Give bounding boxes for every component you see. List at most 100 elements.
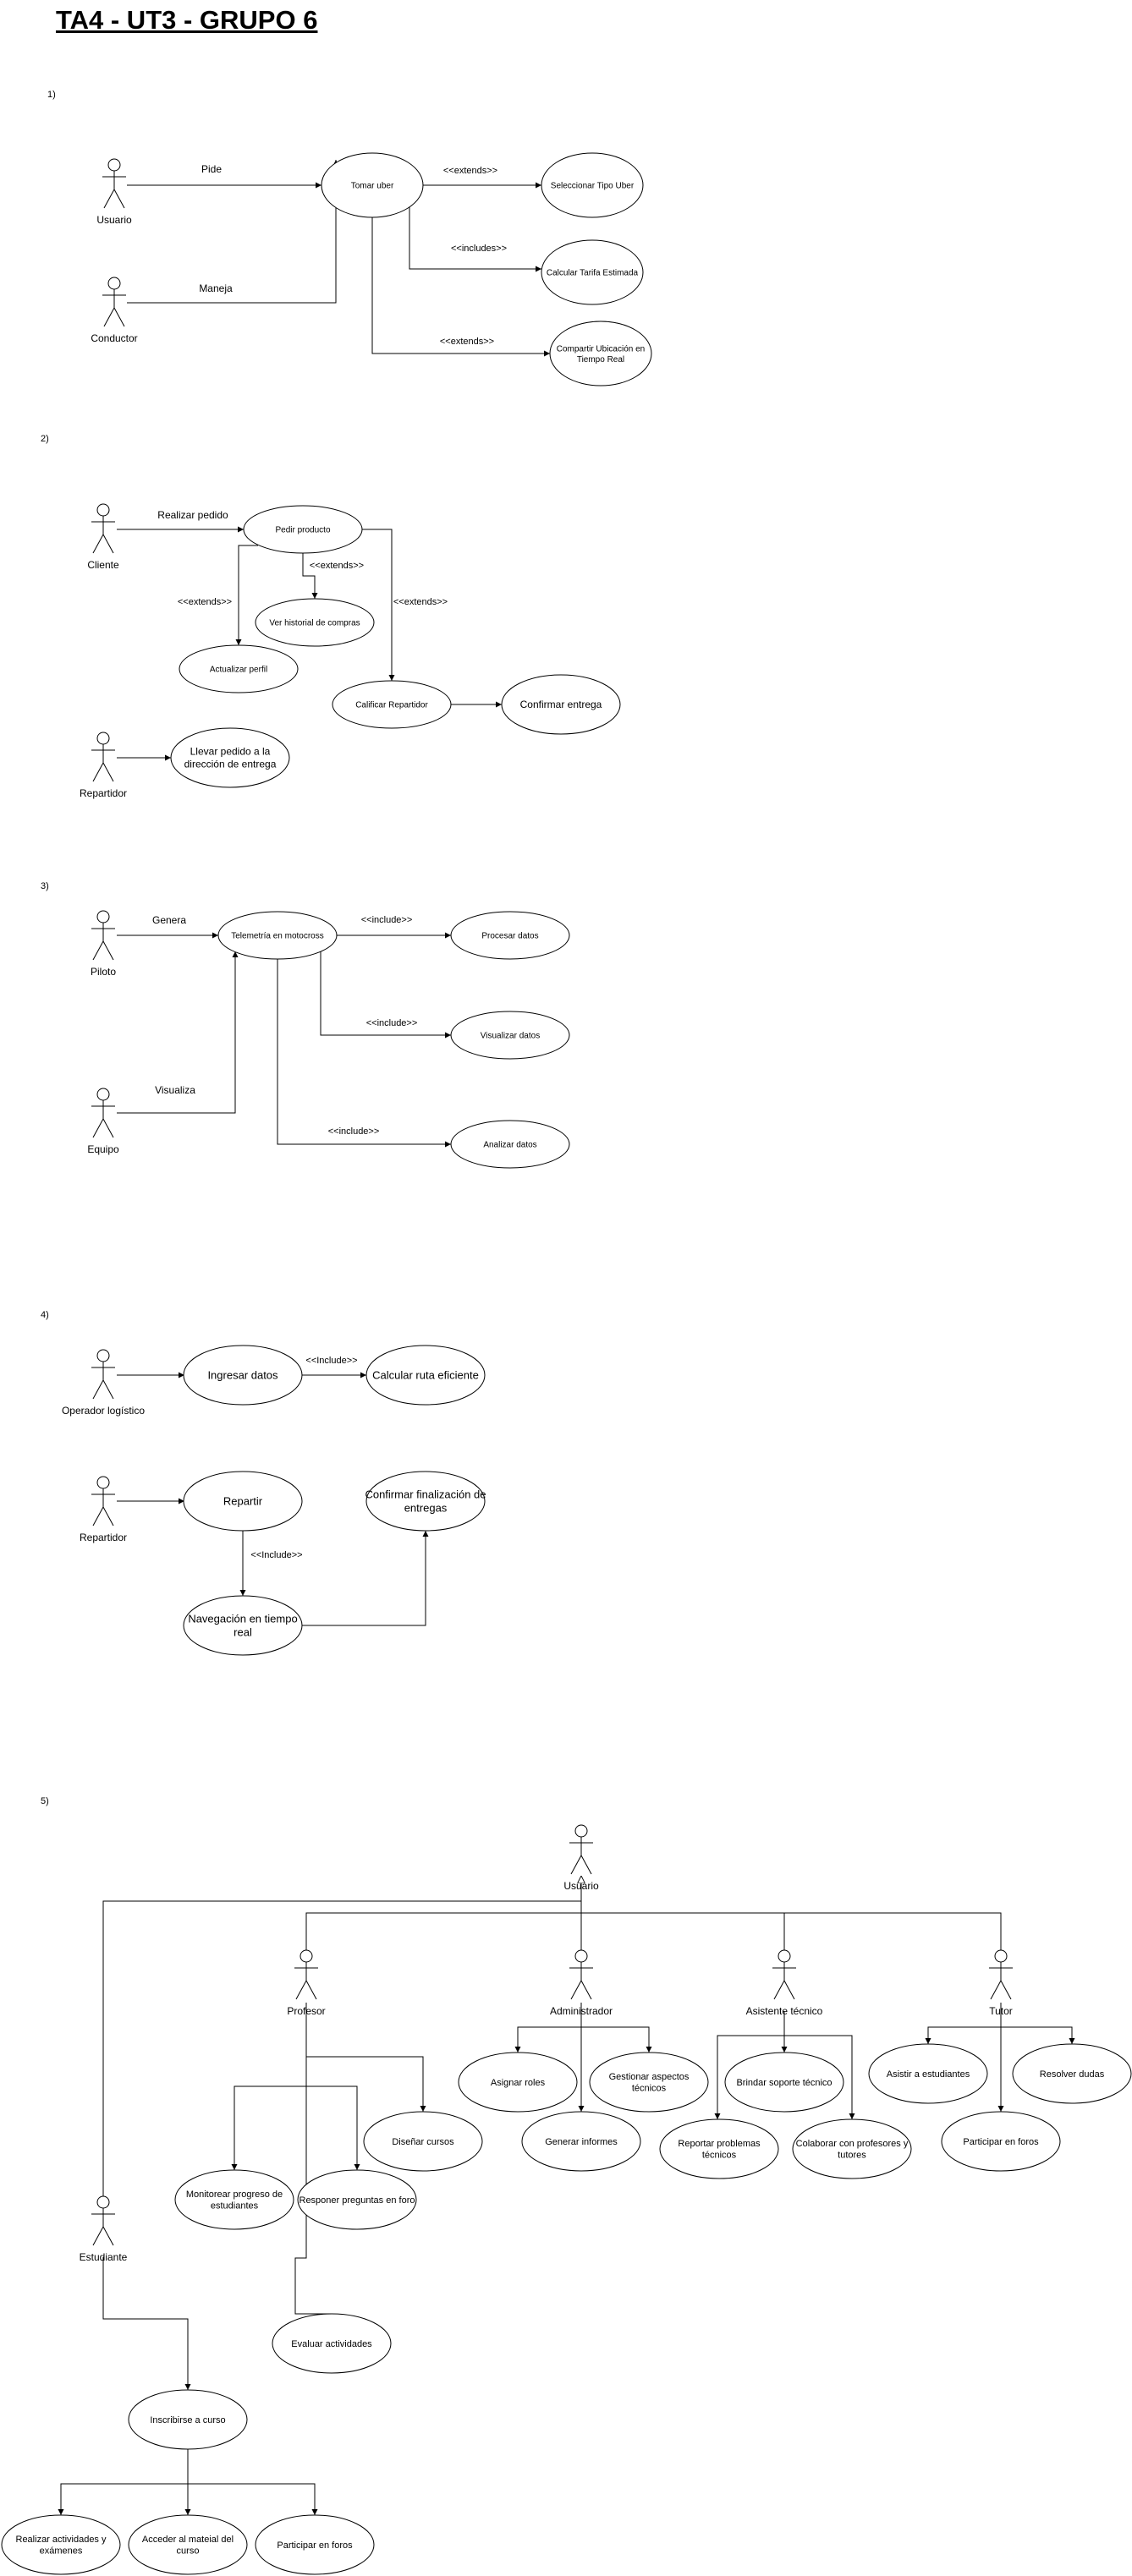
actor-administrador[interactable] bbox=[569, 1949, 593, 2000]
use-case-tomar-uber[interactable] bbox=[321, 152, 424, 218]
use-case-acceder-al-mateial-del-curso[interactable] bbox=[128, 2514, 248, 2575]
use-case-tomar-uber-label: Tomar uber bbox=[351, 182, 394, 191]
use-case-pedir-producto[interactable] bbox=[243, 505, 363, 554]
use-case-compartir-ubicacion-en-tiempo-real[interactable] bbox=[549, 321, 652, 386]
use-case-confirmar-entrega[interactable] bbox=[501, 674, 621, 735]
use-case-reportar-problemas-tecnicos[interactable] bbox=[659, 2118, 779, 2179]
actor-usuario-label: Usuario bbox=[96, 214, 132, 226]
association-label-genera: Genera bbox=[152, 914, 186, 926]
use-case-calificar-repartidor-label: Calificar Repartidor bbox=[355, 701, 428, 710]
use-case-calificar-repartidor[interactable] bbox=[332, 680, 452, 729]
use-case-participar-en-foros[interactable] bbox=[941, 2111, 1061, 2172]
association-equipo-telemetria bbox=[117, 951, 239, 1114]
actor-tutor[interactable] bbox=[989, 1949, 1013, 2000]
extends-label-4: <<extends>> bbox=[178, 597, 232, 607]
use-case-calcular-ruta-eficiente-label: Calcular ruta eficiente bbox=[372, 1369, 479, 1382]
use-case-responer-preguntas-en-foro-label: Responer preguntas en foro bbox=[299, 2195, 415, 2206]
admin-gestionar bbox=[581, 2026, 652, 2053]
includes-label-1: <<includes>> bbox=[451, 244, 507, 254]
estudiante-inscribirse bbox=[102, 2257, 191, 2390]
actor-repartidor-label: Repartidor bbox=[80, 787, 127, 799]
include-label-1: <<include>> bbox=[361, 915, 413, 925]
include-calcular-tarifa bbox=[409, 207, 541, 272]
extend-compartir-ubicacion bbox=[371, 217, 550, 357]
use-case-gestionar-aspectos-tecnicos[interactable] bbox=[589, 2052, 709, 2113]
use-case-evaluar-actividades[interactable] bbox=[272, 2313, 392, 2374]
use-case-disenar-cursos-label: Diseñar cursos bbox=[392, 2137, 454, 2147]
actor-repartidor-label: Repartidor bbox=[80, 1532, 127, 1543]
actor-tutor-label: Tutor bbox=[989, 2005, 1013, 2017]
use-case-seleccionar-tipo-uber-label: Seleccionar Tipo Uber bbox=[551, 182, 635, 191]
use-case-asignar-roles-label: Asignar roles bbox=[491, 2078, 546, 2088]
actor-operador-logistico[interactable] bbox=[91, 1349, 115, 1400]
profesor-monitorear bbox=[231, 2057, 307, 2170]
include-visualizar-datos bbox=[320, 951, 451, 1039]
use-case-navegacion-en-tiempo-real[interactable] bbox=[183, 1595, 303, 1656]
use-case-procesar-datos-label: Procesar datos bbox=[481, 932, 538, 941]
actor-conductor[interactable] bbox=[102, 277, 126, 327]
use-case-calcular-ruta-eficiente[interactable] bbox=[365, 1345, 486, 1406]
use-case-seleccionar-tipo-uber[interactable] bbox=[541, 152, 644, 218]
association-conductor-tomar-uber bbox=[127, 160, 339, 304]
use-case-resolver-dudas-label: Resolver dudas bbox=[1040, 2069, 1105, 2080]
use-case-brindar-soporte-tecnico[interactable] bbox=[724, 2052, 844, 2113]
use-case-repartir[interactable] bbox=[183, 1471, 303, 1532]
use-case-resolver-dudas[interactable] bbox=[1012, 2043, 1132, 2104]
use-case-responer-preguntas-en-foro[interactable] bbox=[297, 2169, 417, 2230]
use-case-participar-en-foros[interactable] bbox=[255, 2514, 375, 2575]
actor-usuario[interactable] bbox=[569, 1824, 593, 1875]
use-case-generar-informes-label: Generar informes bbox=[545, 2137, 618, 2147]
actor-conductor-label: Conductor bbox=[91, 332, 137, 344]
actor-asistente-tecnico-label: Asistente técnico bbox=[746, 2005, 823, 2017]
actor-usuario[interactable] bbox=[102, 158, 126, 209]
include-label-4: <<Include>> bbox=[305, 1356, 357, 1366]
use-case-brindar-soporte-tecnico-label: Brindar soporte técnico bbox=[736, 2078, 832, 2088]
use-case-ingresar-datos[interactable] bbox=[183, 1345, 303, 1406]
include-label-5: <<Include>> bbox=[250, 1550, 302, 1560]
use-case-inscribirse-a-curso[interactable] bbox=[128, 2389, 248, 2450]
use-case-monitorear-progreso-de-estudiantes[interactable] bbox=[174, 2169, 294, 2230]
use-case-colaborar-con-profesores-y-tutores[interactable] bbox=[792, 2118, 912, 2179]
section-number-3: 3) bbox=[41, 881, 49, 891]
use-case-telemetria-en-motocross-label: Telemetría en motocross bbox=[231, 932, 324, 941]
actor-piloto[interactable] bbox=[91, 910, 115, 961]
use-case-asignar-roles[interactable] bbox=[458, 2052, 578, 2113]
association-label-realizar-pedido: Realizar pedido bbox=[157, 509, 228, 521]
use-case-calcular-tarifa-estimada[interactable] bbox=[541, 239, 644, 305]
actor-equipo[interactable] bbox=[91, 1088, 115, 1138]
use-case-realizar-actividades-y-examenes[interactable] bbox=[1, 2514, 121, 2575]
include-label-2: <<include>> bbox=[366, 1018, 418, 1028]
use-case-telemetria-en-motocross[interactable] bbox=[217, 911, 338, 960]
use-case-evaluar-actividades-label: Evaluar actividades bbox=[291, 2339, 372, 2349]
actor-estudiante-label: Estudiante bbox=[80, 2251, 128, 2263]
actor-cliente[interactable] bbox=[91, 503, 115, 554]
actor-cliente-label: Cliente bbox=[87, 559, 119, 571]
use-case-participar-en-foros-label: Participar en foros bbox=[963, 2137, 1039, 2147]
actor-profesor[interactable] bbox=[294, 1949, 318, 2000]
use-case-confirmar-finalizacion-de-entregas[interactable] bbox=[365, 1471, 486, 1532]
use-case-generar-informes[interactable] bbox=[521, 2111, 641, 2172]
actor-asistente-tecnico[interactable] bbox=[772, 1949, 796, 2000]
use-case-ver-historial-de-compras[interactable] bbox=[255, 598, 375, 647]
use-case-visualizar-datos[interactable] bbox=[450, 1011, 570, 1060]
use-case-repartir-label: Repartir bbox=[223, 1495, 263, 1508]
generalization-bus-top bbox=[305, 1912, 1002, 1950]
actor-administrador-label: Administrador bbox=[550, 2005, 613, 2017]
section-number-2: 2) bbox=[41, 434, 49, 444]
actor-repartidor[interactable] bbox=[91, 732, 115, 782]
admin-asignar-roles bbox=[514, 2003, 582, 2053]
extends-label-5: <<extends>> bbox=[393, 597, 448, 607]
use-case-asistir-a-estudiantes[interactable] bbox=[868, 2043, 988, 2104]
use-case-procesar-datos[interactable] bbox=[450, 911, 570, 960]
use-case-analizar-datos-label: Analizar datos bbox=[483, 1141, 536, 1150]
actor-repartidor[interactable] bbox=[91, 1476, 115, 1526]
page-title: TA4 - UT3 - GRUPO 6 bbox=[56, 5, 318, 35]
use-case-llevar-pedido-a-la-direccion-de-entrega[interactable] bbox=[170, 727, 290, 788]
use-case-actualizar-perfil[interactable] bbox=[179, 644, 299, 693]
use-case-analizar-datos[interactable] bbox=[450, 1120, 570, 1169]
actor-estudiante[interactable] bbox=[91, 2195, 115, 2246]
use-case-disenar-cursos[interactable] bbox=[363, 2111, 483, 2172]
